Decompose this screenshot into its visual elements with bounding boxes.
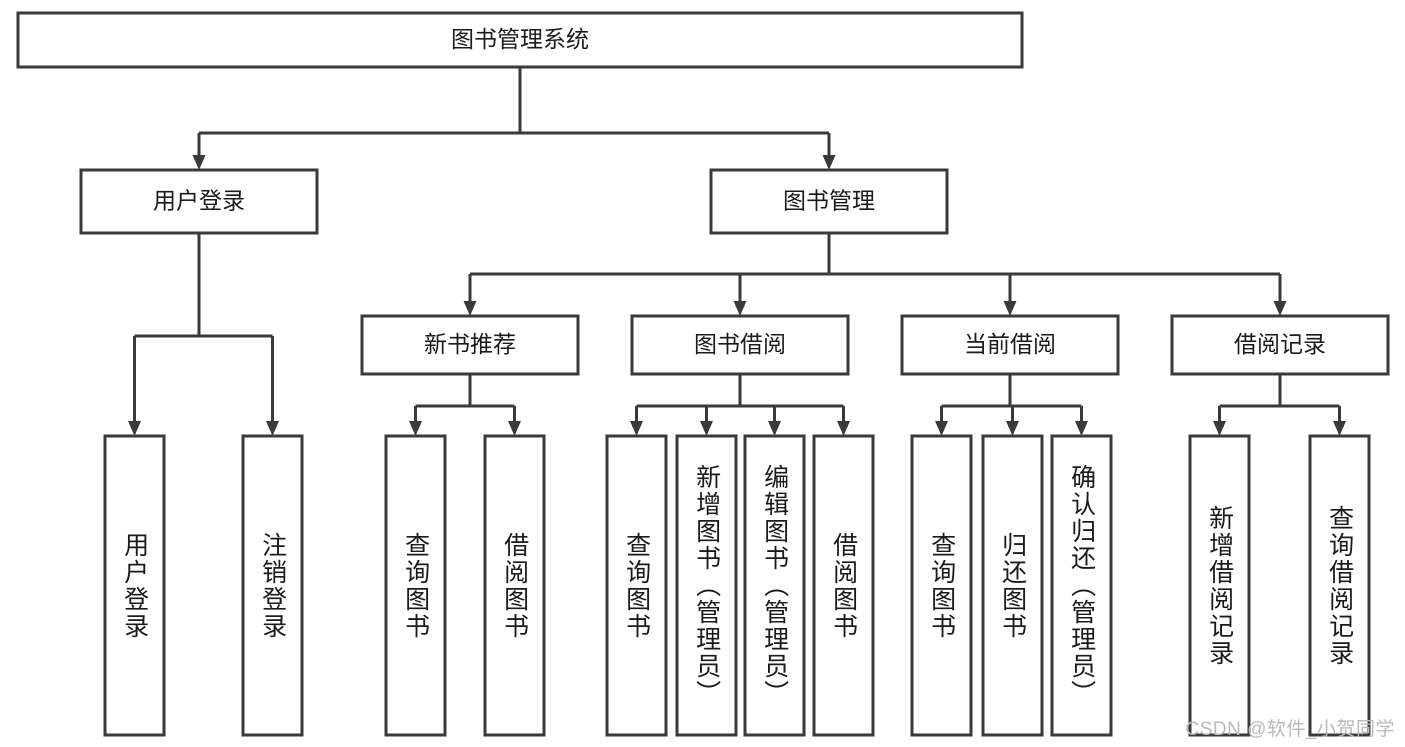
node-box-new-book-rec[interactable] — [360, 314, 580, 376]
node-label-borrow-record: 借阅记录 — [1234, 331, 1326, 357]
arrow-head-icon — [822, 155, 836, 170]
arrow-head-icon — [1333, 421, 1346, 436]
node-box-book-manage[interactable] — [709, 168, 949, 235]
node-label-current-borrow: 当前借阅 — [964, 331, 1056, 357]
node-box-book-borrow[interactable] — [630, 314, 850, 376]
arrow-head-icon — [1213, 421, 1226, 436]
csdn-watermark: CSDN @软件_小贺同学 — [1185, 719, 1395, 740]
arrow-head-icon — [192, 155, 206, 170]
node-box-leaf-borrow-book-1[interactable] — [483, 434, 546, 737]
arrow-head-icon — [1075, 421, 1088, 436]
node-box-borrow-record[interactable] — [1170, 314, 1390, 376]
node-label-root: 图书管理系统 — [451, 26, 589, 52]
node-box-leaf-user-login[interactable] — [103, 434, 166, 737]
node-box-leaf-query-record[interactable] — [1308, 434, 1371, 737]
node-box-leaf-query-book-3[interactable] — [910, 434, 973, 737]
arrow-head-icon — [768, 421, 781, 436]
arrow-head-icon — [409, 421, 422, 436]
node-label-book-borrow: 图书借阅 — [694, 331, 786, 357]
arrow-head-icon — [700, 421, 713, 436]
arrow-head-icon — [935, 421, 948, 436]
node-box-leaf-add-book[interactable] — [675, 434, 738, 737]
node-label-book-manage: 图书管理 — [783, 188, 875, 214]
arrow-head-icon — [508, 421, 521, 436]
connector-layer — [128, 67, 1346, 436]
node-box-user-login[interactable] — [79, 168, 319, 235]
arrow-head-icon — [733, 301, 747, 316]
node-box-leaf-edit-book[interactable] — [743, 434, 806, 737]
node-box-leaf-query-book-1[interactable] — [384, 434, 447, 737]
arrow-head-icon — [630, 421, 643, 436]
arrow-head-icon — [463, 301, 477, 316]
node-label-user-login: 用户登录 — [153, 188, 245, 214]
box-layer — [16, 11, 1390, 737]
node-box-root[interactable] — [16, 11, 1024, 69]
node-box-leaf-return-book[interactable] — [981, 434, 1044, 737]
node-box-leaf-borrow-book-2[interactable] — [812, 434, 875, 737]
arrow-head-icon — [1003, 301, 1017, 316]
node-label-new-book-rec: 新书推荐 — [424, 331, 516, 357]
node-box-current-borrow[interactable] — [900, 314, 1120, 376]
node-box-leaf-add-record[interactable] — [1188, 434, 1251, 737]
arrow-head-icon — [128, 421, 141, 436]
arrow-head-icon — [1006, 421, 1019, 436]
arrow-head-icon — [266, 421, 279, 436]
arrow-head-icon — [837, 421, 850, 436]
node-box-leaf-confirm-return[interactable] — [1050, 434, 1113, 737]
node-box-leaf-logout[interactable] — [241, 434, 304, 737]
arrow-head-icon — [1273, 301, 1287, 316]
node-box-leaf-query-book-2[interactable] — [605, 434, 668, 737]
